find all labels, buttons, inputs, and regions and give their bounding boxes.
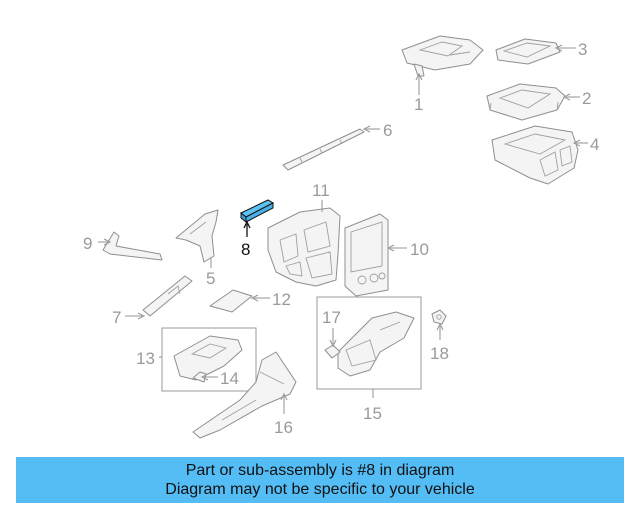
- part-7-strip[interactable]: [142, 275, 193, 317]
- part-2-tray[interactable]: [486, 83, 566, 121]
- info-banner: Part or sub-assembly is #8 in diagram Di…: [16, 457, 624, 503]
- part-1-lid[interactable]: [401, 35, 484, 77]
- callout-13[interactable]: 13: [136, 349, 155, 368]
- part-10-bezel[interactable]: [344, 213, 389, 297]
- callout-9[interactable]: 9: [83, 234, 92, 253]
- callout-18[interactable]: 18: [430, 344, 449, 363]
- part-15-console[interactable]: [337, 311, 415, 377]
- part-5-side-panel[interactable]: [175, 209, 219, 263]
- callout-14[interactable]: 14: [220, 369, 239, 388]
- callout-labels: 1 2 3 4 5 6 7 8 9 10 11 12 13 14 15 16 1…: [83, 40, 599, 437]
- callout-11[interactable]: 11: [312, 181, 330, 200]
- part-14-clip[interactable]: [192, 371, 207, 383]
- part-12-pad[interactable]: [209, 289, 253, 313]
- part-8-highlighted[interactable]: [240, 199, 275, 224]
- callout-3[interactable]: 3: [578, 40, 587, 59]
- callout-1[interactable]: 1: [414, 95, 423, 114]
- part-17-knob[interactable]: [324, 344, 341, 359]
- part-6-trim-strip[interactable]: [282, 128, 365, 171]
- part-13-group-box: [161, 327, 257, 392]
- callout-15[interactable]: 15: [363, 404, 382, 423]
- part-18-fitting[interactable]: [431, 309, 447, 325]
- callout-17[interactable]: 17: [322, 308, 341, 327]
- banner-line-disclaimer: Diagram may not be specific to your vehi…: [165, 481, 475, 498]
- callout-6[interactable]: 6: [383, 121, 392, 140]
- part-13-panel[interactable]: [173, 335, 243, 381]
- callout-12[interactable]: 12: [272, 290, 291, 309]
- callout-4[interactable]: 4: [590, 135, 599, 154]
- part-16-lower-trim[interactable]: [192, 351, 297, 439]
- callout-8[interactable]: 8: [241, 240, 250, 259]
- parts-diagram: 1 2 3 4 5 6 7 8 9 10 11 12 13 14 15 16 1…: [83, 35, 599, 439]
- part-3-mat[interactable]: [495, 38, 561, 65]
- banner-line-part: Part or sub-assembly is #8 in diagram: [185, 462, 455, 479]
- callout-5[interactable]: 5: [206, 269, 215, 288]
- leader-lines: [98, 44, 588, 414]
- part-15-group-box: [316, 296, 422, 390]
- callout-16[interactable]: 16: [274, 418, 293, 437]
- part-11-center-frame[interactable]: [267, 207, 341, 287]
- callout-7[interactable]: 7: [112, 308, 121, 327]
- part-9-bracket[interactable]: [102, 231, 163, 261]
- callout-2[interactable]: 2: [582, 89, 591, 108]
- part-4-console-housing[interactable]: [491, 125, 579, 185]
- callout-10[interactable]: 10: [410, 240, 429, 259]
